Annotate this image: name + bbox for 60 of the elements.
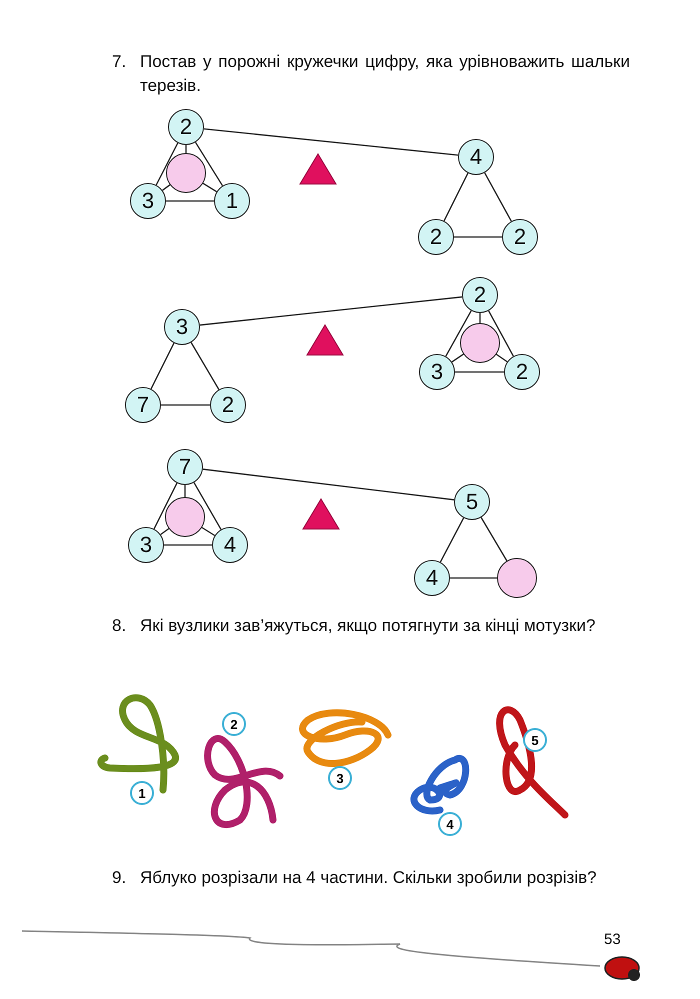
connecting-line xyxy=(200,526,216,536)
empty-circle xyxy=(166,153,206,193)
connecting-line xyxy=(440,518,464,562)
connecting-line xyxy=(150,342,175,390)
number-circle: 2 xyxy=(210,387,246,423)
connecting-line xyxy=(204,128,458,156)
empty-circle xyxy=(165,497,205,537)
connecting-line xyxy=(160,526,171,536)
number-circle: 4 xyxy=(414,560,450,596)
connecting-line xyxy=(190,342,220,390)
callout-number: 1 xyxy=(130,781,154,805)
number-circle: 2 xyxy=(502,219,538,255)
question-number: 7. xyxy=(112,51,128,73)
number-circle: 4 xyxy=(212,527,248,563)
number-circle: 2 xyxy=(462,277,498,313)
number-circle: 3 xyxy=(419,354,455,390)
empty-circle xyxy=(460,323,500,363)
connecting-line xyxy=(200,296,462,326)
number-circle: 5 xyxy=(454,484,490,520)
connecting-line xyxy=(166,200,214,202)
question-text: Які вузлики зав’яжуться, якщо потягнути за кінці мотузки? xyxy=(140,615,596,637)
connecting-line xyxy=(184,485,186,499)
connecting-line xyxy=(450,577,499,579)
connecting-line xyxy=(455,371,504,373)
connecting-line xyxy=(454,236,502,238)
connecting-line xyxy=(443,172,469,222)
connecting-line xyxy=(153,482,178,530)
callout-number: 2 xyxy=(222,712,246,736)
connecting-line xyxy=(194,142,224,186)
connecting-line xyxy=(161,404,210,406)
number-circle: 2 xyxy=(504,354,540,390)
callout-number: 5 xyxy=(523,728,547,752)
question-text: Яблуко розрізали на 4 частини. Скільки зробили розрізів? xyxy=(140,867,598,889)
question-number: 8. xyxy=(112,615,128,637)
number-circle: 3 xyxy=(164,309,200,345)
connecting-line xyxy=(445,310,472,357)
connecting-line xyxy=(201,182,217,192)
empty-circle xyxy=(497,558,537,598)
callout-number: 3 xyxy=(328,766,352,790)
question-number: 9. xyxy=(112,867,128,889)
page-number: 53 xyxy=(604,930,621,950)
connecting-line xyxy=(488,310,514,356)
number-circle: 1 xyxy=(214,183,250,219)
callout-number: 4 xyxy=(438,812,462,836)
connecting-line xyxy=(484,172,512,222)
question-text: Постав у порожні кружечки цифру, яка урівноважить шальки терезів. xyxy=(140,51,630,97)
number-circle: 4 xyxy=(458,139,494,175)
connecting-line xyxy=(193,482,222,530)
connecting-line xyxy=(494,352,508,362)
connecting-line xyxy=(452,352,466,362)
number-circle: 3 xyxy=(130,183,166,219)
connecting-line xyxy=(480,517,508,563)
number-circle: 2 xyxy=(168,109,204,145)
connecting-line xyxy=(156,142,178,186)
number-circle: 2 xyxy=(418,219,454,255)
number-circle: 7 xyxy=(167,449,203,485)
connecting-line xyxy=(202,468,454,500)
connecting-line xyxy=(164,544,212,546)
number-circle: 7 xyxy=(125,387,161,423)
number-circle: 3 xyxy=(128,527,164,563)
